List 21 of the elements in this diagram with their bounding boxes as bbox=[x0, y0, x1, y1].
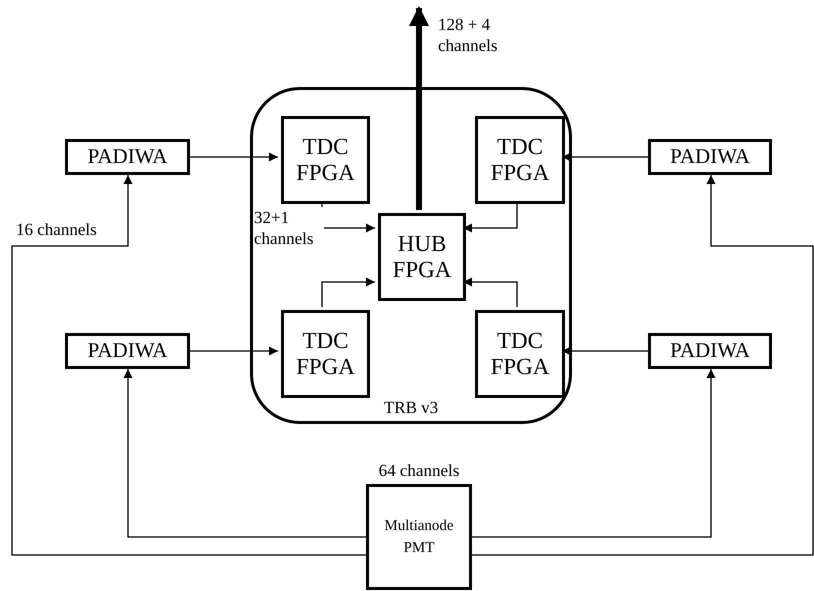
output-arrow bbox=[409, 6, 429, 210]
component-box: TDC FPGA bbox=[281, 116, 370, 204]
channel-count-label: 64 channels bbox=[378, 460, 460, 482]
component-box: PADIWA bbox=[648, 139, 772, 175]
signal-arrow bbox=[124, 369, 366, 538]
signal-arrow bbox=[472, 369, 716, 538]
signal-arrow bbox=[321, 278, 375, 307]
component-box: TDC FPGA bbox=[475, 116, 565, 204]
board-outline bbox=[250, 87, 572, 424]
component-box: TDC FPGA bbox=[281, 310, 370, 398]
component-box: PADIWA bbox=[65, 333, 190, 369]
component-box: HUB FPGA bbox=[378, 213, 466, 301]
board-label: TRB v3 bbox=[382, 397, 440, 419]
component-box: PADIWA bbox=[65, 139, 190, 175]
component-box: PADIWA bbox=[648, 333, 772, 369]
signal-arrow bbox=[472, 175, 814, 556]
component-box: Multianode PMT bbox=[366, 484, 472, 590]
component-box: TDC FPGA bbox=[475, 310, 565, 398]
signal-arrow bbox=[190, 346, 278, 356]
signal-arrow bbox=[11, 175, 366, 556]
signal-arrow bbox=[190, 152, 278, 162]
